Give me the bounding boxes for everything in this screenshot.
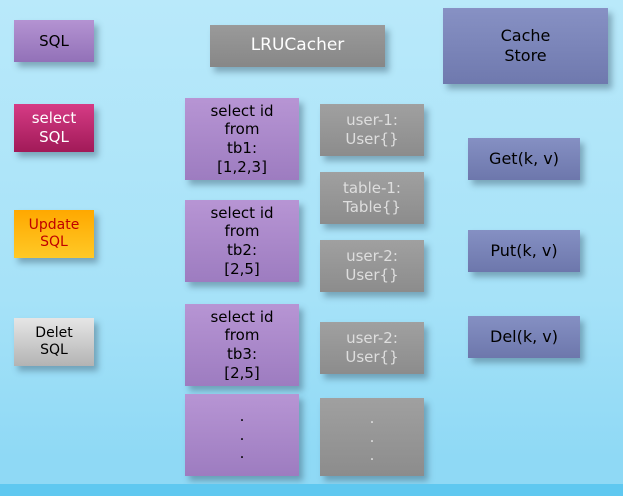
select-sql-box: select SQL bbox=[14, 104, 94, 152]
cache-entry-table-1: table-1: Table{} bbox=[320, 172, 424, 224]
del-op-box: Del(k, v) bbox=[468, 316, 580, 358]
put-op-box: Put(k, v) bbox=[468, 230, 580, 272]
query-box-tb3: select id from tb3: [2,5] bbox=[185, 304, 299, 386]
query-box-tb1: select id from tb1: [1,2,3] bbox=[185, 98, 299, 180]
cache-entry-user-1: user-1: User{} bbox=[320, 104, 424, 156]
cache-entry-user-2a: user-2: User{} bbox=[320, 240, 424, 292]
get-op-box: Get(k, v) bbox=[468, 138, 580, 180]
cache-entry-ellipsis: . . . bbox=[320, 398, 424, 476]
delete-sql-box: Delet SQL bbox=[14, 318, 94, 366]
query-box-ellipsis: . . . bbox=[185, 394, 299, 476]
lru-cacher-box: LRUCacher bbox=[210, 25, 385, 67]
update-sql-box: Update SQL bbox=[14, 210, 94, 258]
bottom-band bbox=[0, 484, 623, 496]
query-box-tb2: select id from tb2: [2,5] bbox=[185, 200, 299, 282]
sql-box: SQL bbox=[14, 20, 94, 62]
cache-store-box: Cache Store bbox=[443, 8, 608, 84]
cache-entry-user-2b: user-2: User{} bbox=[320, 322, 424, 374]
